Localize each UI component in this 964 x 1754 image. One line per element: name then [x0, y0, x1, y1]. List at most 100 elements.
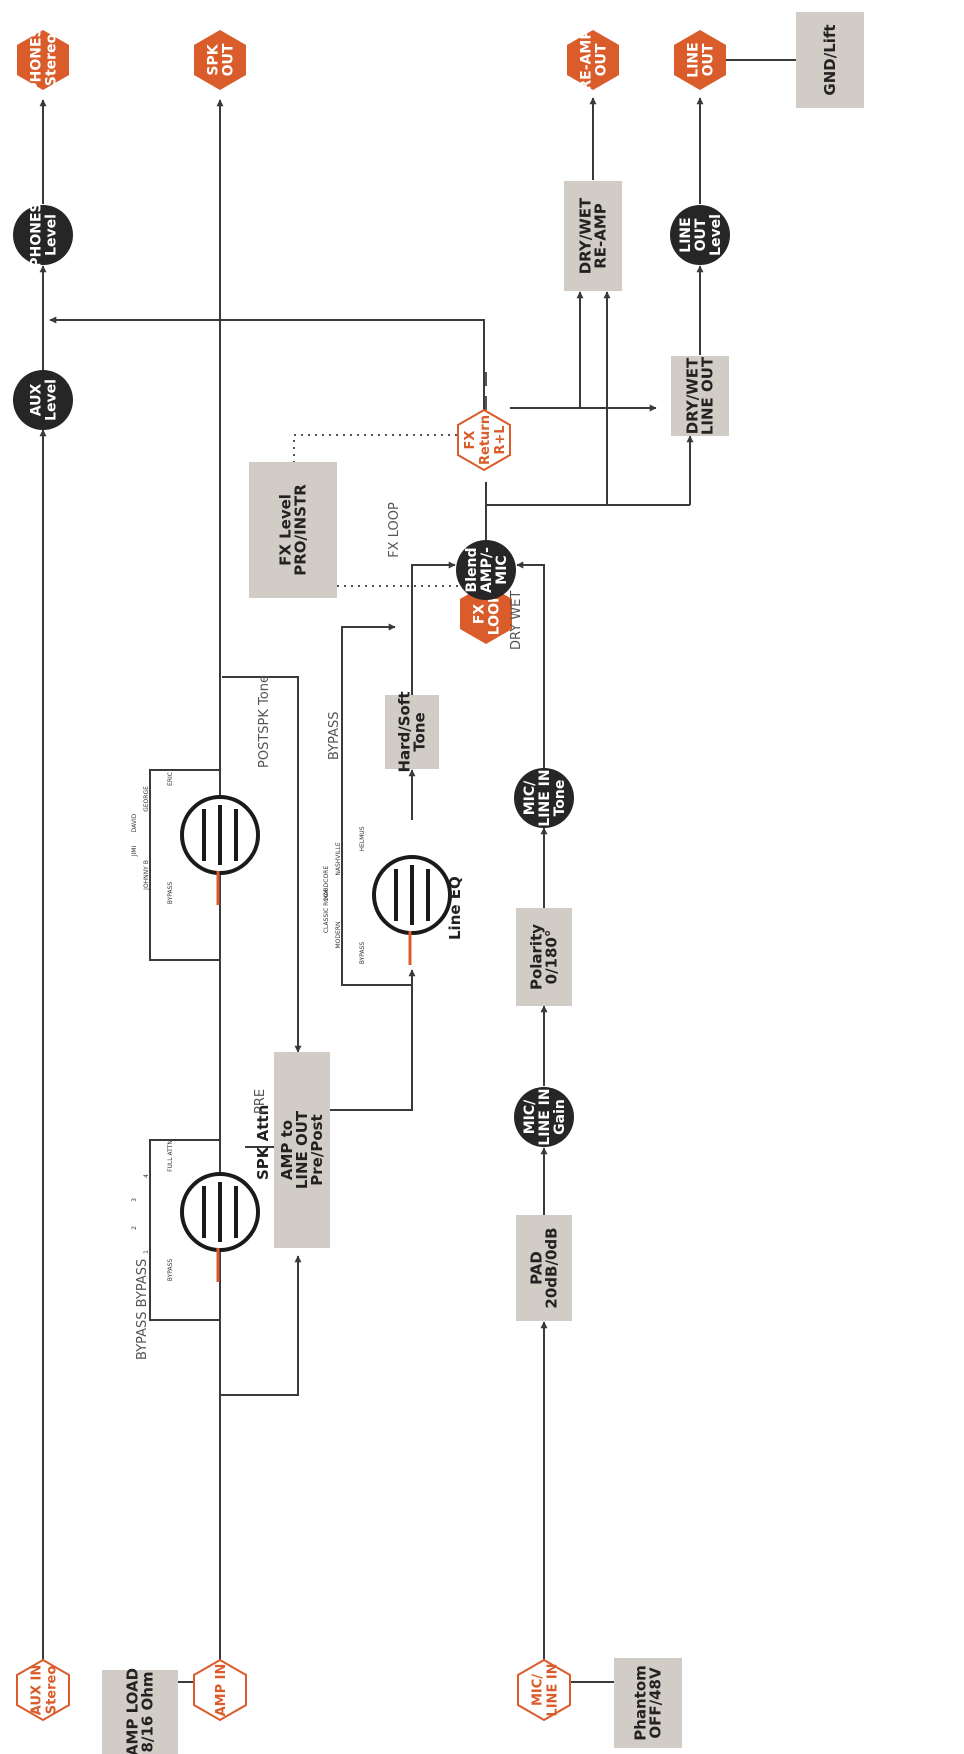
line-eq-selector: [372, 855, 452, 965]
bypass-label-group: BYPASS: [327, 711, 342, 760]
blend-knob: BlendAMP/-MIC: [456, 540, 516, 600]
mic-gain-knob: MIC/LINE INGain: [514, 1087, 574, 1147]
aux-in-node: AUX INStereo: [16, 1658, 70, 1722]
bypass-bypass-label: BYPASS BYPASS: [135, 1259, 150, 1360]
amp-to-line-out-box: AMP toLINE OUTPre/Post: [274, 1052, 330, 1248]
amp-load-box: AMP LOAD8/16 Ohm: [102, 1668, 178, 1754]
pad-box: PAD20dB/0dB: [516, 1215, 572, 1321]
fx-loop-node: FXLOOP: [460, 584, 512, 644]
amp-load-label: AMP LOAD8/16 Ohm: [124, 1668, 157, 1754]
pre-label-group: PRE: [253, 1089, 268, 1114]
spk-attn-tick-0: BYPASS: [167, 1259, 174, 1282]
fx-level-label: FX LevelPRO/INSTR: [277, 484, 310, 576]
spk-tone-selector: [180, 795, 260, 905]
amp-in-to-amp-to-line-out-line: [220, 1255, 302, 1396]
pre-label: PRE: [253, 1089, 268, 1114]
spk-attn-selector: [180, 1172, 260, 1282]
polarity-box: Polarity0/180°: [516, 908, 572, 1006]
line-out-label: LINEOUT: [686, 42, 717, 77]
spk-attn-label-group: SPK Attn: [254, 1105, 272, 1180]
phones-level-knob: PHONESLevel: [13, 202, 73, 268]
line-eq-label: Line EQ: [446, 876, 464, 940]
phones-out-label: PHONESStereo: [29, 27, 60, 92]
dry-wet-reamp-box: DRY/WETRE-AMP: [564, 181, 622, 291]
pad-label: PAD20dB/0dB: [528, 1227, 561, 1308]
post-spk-tone-label-group: POSTSPK Tone: [257, 675, 272, 768]
line-eq-label-group: Line EQ: [446, 876, 464, 940]
blend-label: BlendAMP/-MIC: [464, 547, 510, 593]
spk-tone-tick-0: BYPASS: [167, 882, 174, 905]
line-eq-tick-2: CLASSIC ROCK: [323, 888, 330, 933]
fx-return-node: FXReturnR+L: [457, 408, 511, 472]
spk-tone-ticks: BYPASS JOHNNY B JIMI DAVID GEORGE ERIC: [131, 772, 174, 904]
post-spk-tone-label: POSTSPK Tone: [257, 675, 272, 768]
spk-attn-tick-2: 2: [131, 1226, 138, 1230]
fx-return-to-phones-bus-line: [49, 316, 485, 410]
hard-soft-to-blend-line: [411, 561, 456, 695]
phones-level-label: PHONESLevel: [29, 202, 60, 267]
line-eq-tick-4: NASHVILLE: [335, 842, 342, 875]
spk-attn-tick-4: 4: [143, 1174, 150, 1178]
dry-wet-lineout-box: DRY/WETLINE OUT: [671, 356, 729, 436]
re-amp-out-node: RE-AMPOUT: [567, 29, 619, 91]
dry-wet-text: DRY WET: [509, 591, 524, 650]
post-spk-tone-line: [222, 676, 302, 1053]
spk-tone-bypass-line: [149, 769, 220, 961]
re-amp-out-label: RE-AMPOUT: [579, 29, 610, 90]
fx-return-label: FXReturnR+L: [463, 415, 508, 465]
mic-gain-label: MIC/LINE INGain: [522, 1088, 568, 1145]
fx-level-box: FX LevelPRO/INSTR: [249, 462, 337, 598]
spk-tone-tick-1: JOHNNY B: [143, 860, 150, 891]
hard-soft-tone-label: Hard/SoftTone: [396, 691, 429, 772]
phantom-box: PhantomOFF/48V: [614, 1658, 682, 1748]
aux-in-label: AUX INStereo: [30, 1665, 60, 1715]
line-eq-ticks: BYPASS MODERN CLASSIC ROCK HARDCORE NASH…: [323, 826, 366, 964]
gnd-lift-label: GND/Lift: [821, 24, 839, 95]
polarity-label: Polarity0/180°: [528, 924, 561, 990]
fx-loop-text-group: FX LOOP: [387, 502, 402, 558]
spk-attn-tick-3: 3: [131, 1198, 138, 1202]
spk-out-node: SPKOUT: [194, 30, 246, 90]
line-out-node: LINEOUT: [674, 30, 726, 90]
spk-attn-label: SPK Attn: [254, 1105, 272, 1180]
phones-out-node: PHONESStereo: [17, 27, 69, 93]
spk-attn-bypass-line: [149, 1139, 220, 1321]
aux-level-knob: AUXLevel: [13, 370, 73, 430]
spk-attn-ticks: BYPASS 1 2 3 4 FULL ATTN: [131, 1140, 174, 1281]
line-eq-tick-3: HARDCORE: [323, 866, 330, 900]
gnd-lift-box: GND/Lift: [796, 12, 864, 108]
line-out-level-knob: LINEOUTLevel: [670, 205, 730, 265]
mic-line-in-label: MIC/LINE IN: [531, 1663, 561, 1716]
fx-loop-node-label: FXLOOP: [472, 593, 503, 636]
line-eq-tick-0: BYPASS: [359, 942, 366, 965]
mic-tone-label: MIC/LINE INTone: [522, 769, 568, 826]
spk-tone-tick-2: JIMI: [131, 846, 138, 858]
mic-line-in-node: MIC/LINE IN: [517, 1658, 571, 1722]
spk-tone-tick-3: DAVID: [131, 813, 138, 832]
line-eq-bypass-line: [341, 623, 412, 986]
spk-attn-tick-1: 1: [143, 1250, 150, 1254]
amp-in-label: AMP IN: [214, 1664, 229, 1717]
mic-tone-knob: MIC/LINE INTone: [514, 768, 574, 828]
line-out-level-label: LINEOUTLevel: [678, 214, 724, 256]
spk-tone-tick-4: GEORGE: [143, 786, 150, 812]
fx-loop-text: FX LOOP: [387, 502, 402, 558]
bypass-bypass-label-group: BYPASS BYPASS: [135, 1259, 150, 1360]
amp-in-node: AMP IN: [193, 1658, 247, 1722]
line-eq-tick-1: MODERN: [335, 922, 342, 949]
dry-wet-text-group: DRY WET: [509, 591, 524, 650]
phantom-label: PhantomOFF/48V: [632, 1665, 665, 1741]
hard-soft-tone-box: Hard/SoftTone: [385, 691, 439, 773]
line-eq-tick-5: HELMUS: [359, 826, 366, 851]
dry-wet-lineout-label: DRY/WETLINE OUT: [684, 356, 717, 435]
spk-tone-tick-5: ERIC: [167, 772, 174, 786]
amp-to-line-out-to-line-eq-line: [330, 969, 416, 1111]
aux-level-label: AUXLevel: [29, 379, 60, 421]
tone-to-blend-line: [516, 561, 545, 768]
spk-out-label: SPKOUT: [206, 43, 237, 76]
spk-attn-tick-5: FULL ATTN: [167, 1140, 174, 1172]
dry-wet-reamp-label: DRY/WETRE-AMP: [577, 197, 610, 274]
amp-to-line-out-label: AMP toLINE OUTPre/Post: [278, 1110, 326, 1189]
bypass-label: BYPASS: [327, 711, 342, 760]
